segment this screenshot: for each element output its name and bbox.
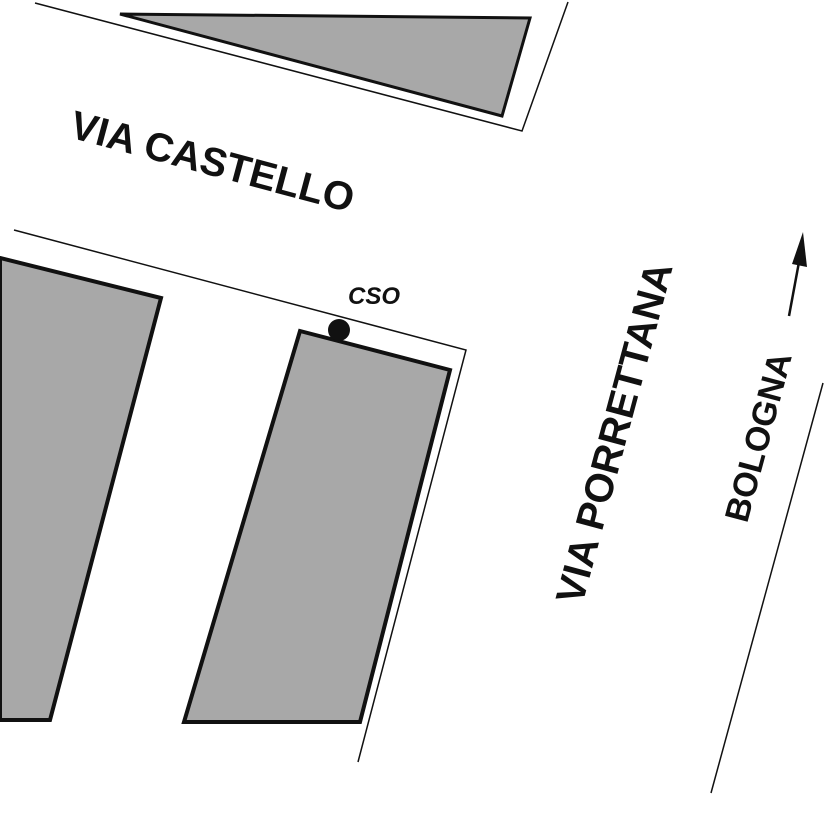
street-label-via-porrettana: VIA PORRETTANA [548,258,681,609]
street-label-via-castello: VIA CASTELLO [66,103,359,221]
cso-point-marker[interactable] [328,319,350,341]
street-edge-middle [13,229,467,763]
building-block-left [0,255,164,722]
direction-label-bologna: BOLOGNA [718,348,800,526]
building-block-center [181,328,453,724]
street-edge-right [710,382,824,794]
direction-arrow-icon [792,232,807,267]
street-edge-top [34,1,569,132]
cso-point-label: CSO [348,283,400,310]
direction-arrow-shaft [787,261,801,317]
building-block-top [119,12,532,118]
